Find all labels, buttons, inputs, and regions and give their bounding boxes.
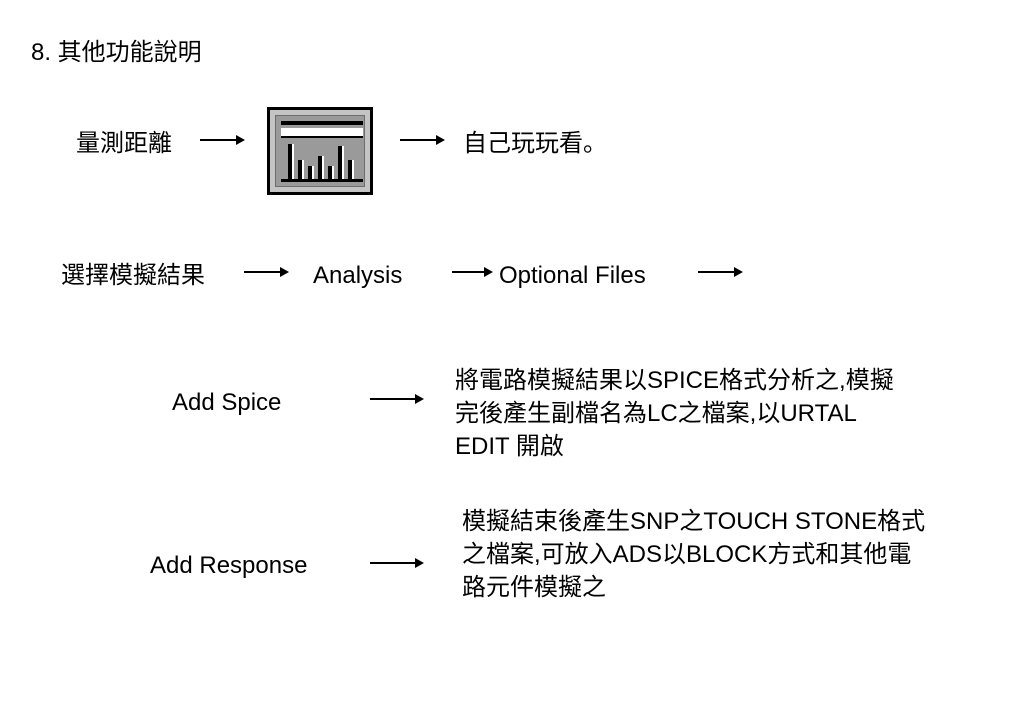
description-line: 之檔案,可放入ADS以BLOCK方式和其他電 — [462, 541, 912, 568]
arrow-icon — [244, 267, 289, 277]
arrow-icon — [452, 267, 493, 277]
description-line: 路元件模擬之 — [462, 574, 606, 601]
try-it-yourself-text: 自己玩玩看。 — [463, 130, 607, 157]
arrow-icon — [400, 135, 445, 145]
arrow-icon — [698, 267, 743, 277]
arrow-icon — [370, 558, 424, 568]
add-spice-description: 將電路模擬結果以SPICE格式分析之,模擬 完後產生副檔名為LC之檔案,以URT… — [455, 364, 975, 463]
description-line: EDIT 開啟 — [455, 433, 564, 460]
arrow-icon — [200, 135, 245, 145]
page-title: 8. 其他功能說明 — [31, 39, 202, 66]
add-spice-label: Add Spice — [172, 389, 282, 416]
histogram-bars-graphic — [281, 121, 363, 182]
description-line: 模擬結束後產生SNP之TOUCH STONE格式 — [462, 508, 926, 535]
add-response-label: Add Response — [150, 552, 308, 579]
optional-files-step: Optional Files — [499, 262, 646, 289]
analysis-step: Analysis — [313, 262, 403, 289]
measure-distance-label: 量測距離 — [76, 130, 172, 157]
select-sim-result-label: 選擇模擬結果 — [61, 262, 205, 289]
arrow-icon — [370, 394, 424, 404]
description-line: 將電路模擬結果以SPICE格式分析之,模擬 — [455, 367, 894, 394]
add-response-description: 模擬結束後產生SNP之TOUCH STONE格式 之檔案,可放入ADS以BLOC… — [462, 505, 1002, 604]
description-line: 完後產生副檔名為LC之檔案,以URTAL — [455, 400, 857, 427]
histogram-toolbar-icon — [267, 107, 373, 195]
